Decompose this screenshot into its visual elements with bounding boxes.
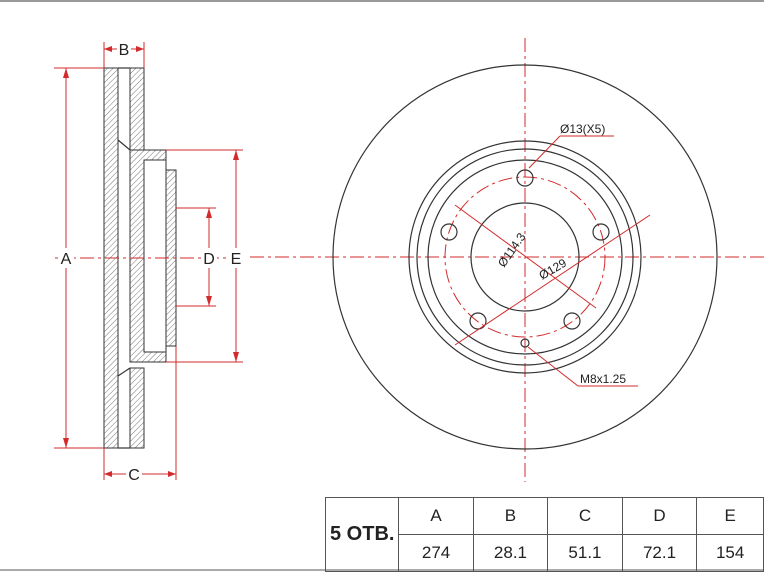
- table-header-row: 5 ОТВ. A B C D E: [324, 497, 764, 572]
- hole-diameter-label: Ø13(X5): [560, 122, 605, 136]
- header-d: D: [621, 497, 698, 535]
- value-c: 51.1: [547, 534, 623, 572]
- spec-table: 5 ОТВ. A B C D E 274 28.1 51.1 72.1 154: [324, 497, 764, 572]
- value-a: 274: [398, 534, 474, 572]
- dim-c-label: C: [128, 467, 140, 484]
- dim-b-label: B: [119, 42, 130, 59]
- pcd-label: Ø114.3: [495, 230, 529, 270]
- dim-a-label: A: [61, 251, 72, 268]
- bolt-hole-3: [563, 312, 581, 330]
- table-value-row: 274 28.1 51.1 72.1 154: [326, 534, 764, 572]
- dim-e-label: E: [231, 251, 242, 268]
- threaded-hole: [520, 338, 530, 348]
- pcd-dim-line: [454, 204, 597, 309]
- hub-bore-dim-line: [454, 214, 651, 346]
- header-e: E: [696, 497, 764, 535]
- header-a: A: [398, 497, 474, 535]
- center-bore: [470, 202, 580, 312]
- bolt-hole-5: [440, 223, 458, 241]
- value-d: 72.1: [621, 534, 698, 572]
- hub-face-edge: [427, 159, 623, 355]
- hat-outer-edge: [408, 140, 642, 374]
- value-e: 154: [696, 534, 764, 572]
- header-b: B: [472, 497, 549, 535]
- value-b: 28.1: [472, 534, 549, 572]
- disc-outer-edge: [332, 64, 718, 450]
- bolt-hole-4: [469, 312, 487, 330]
- thread-label: M8x1.25: [580, 372, 626, 386]
- right-plate-top: [129, 67, 145, 151]
- bolt-hole-1: [516, 169, 534, 187]
- right-plate-bottom: [129, 367, 145, 449]
- bolt-hole-2: [592, 223, 610, 241]
- holes-count-cell: 5 ОТВ.: [324, 497, 400, 572]
- dim-d-label: D: [203, 251, 215, 268]
- hat-step-edge: [416, 148, 634, 366]
- side-section-view: A B C D E: [54, 40, 245, 484]
- front-view: Ø13(X5) Ø114.3 Ø129 M8x1.25: [250, 38, 764, 482]
- hub-inner: [143, 159, 167, 353]
- pcd-circle: [444, 176, 606, 338]
- header-c: C: [547, 497, 623, 535]
- hub-bore-label: Ø129: [537, 256, 570, 283]
